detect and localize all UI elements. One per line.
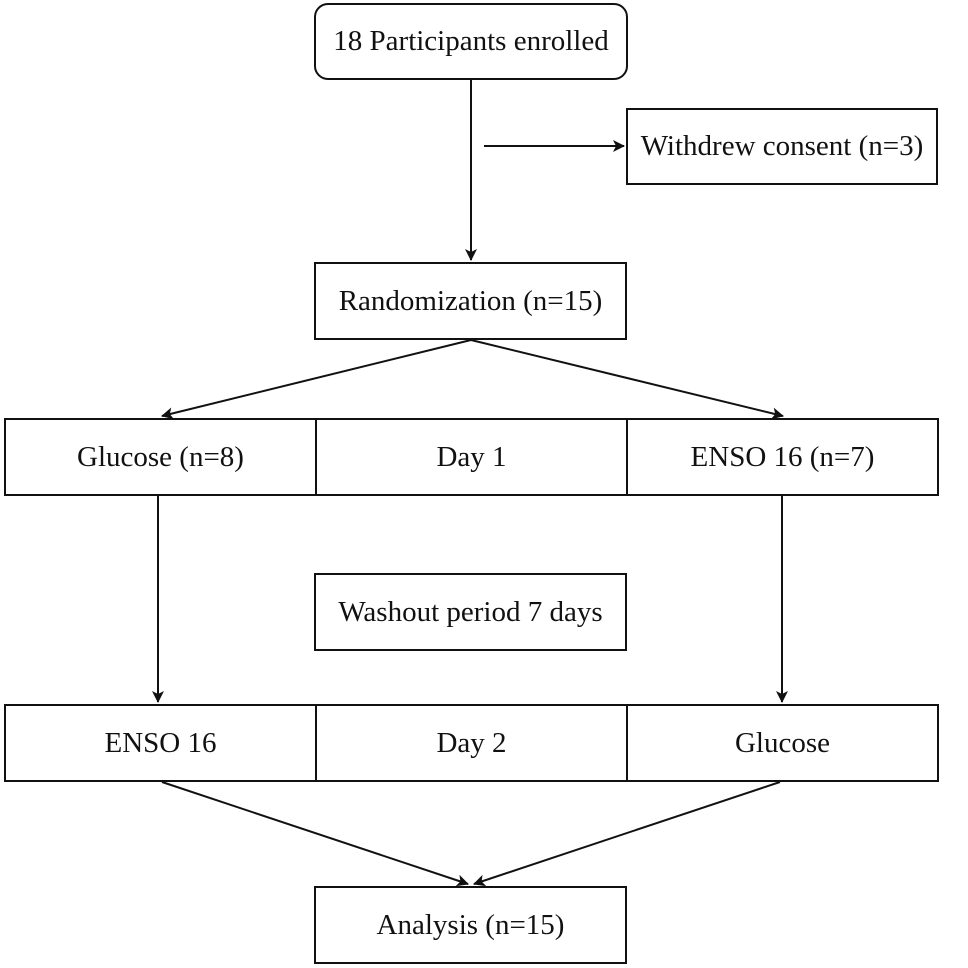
day2-enso-arm-label: ENSO 16 [104,726,217,759]
washout-label: Washout period 7 days [338,595,603,628]
day1-enso-arm-box: ENSO 16 (n=7) [626,418,939,496]
day1-box: Day 1 [315,418,628,496]
day1-label: Day 1 [436,440,507,473]
day2-glucose-arm-label: Glucose [734,726,831,759]
analysis-label: Analysis (n=15) [376,908,565,941]
randomization-label: Randomization (n=15) [338,284,603,317]
washout-box: Washout period 7 days [314,573,627,651]
enrolled-label: 18 Participants enrolled [333,25,609,57]
day1-enso-arm-label: ENSO 16 (n=7) [690,440,875,473]
day1-glucose-arm-label: Glucose (n=8) [77,440,244,473]
arrow-glucose-day2-to-analysis [473,781,781,887]
arrow-randomization-to-glucose [161,339,472,420]
analysis-box: Analysis (n=15) [314,886,627,964]
randomization-box: Randomization (n=15) [314,262,627,340]
day2-box: Day 2 [315,704,628,782]
day2-glucose-arm-box: Glucose [626,704,939,782]
withdrew-box: Withdrew consent (n=3) [626,108,938,185]
day2-label: Day 2 [436,726,507,759]
day2-enso-arm-box: ENSO 16 [4,704,317,782]
day1-glucose-arm-box: Glucose (n=8) [4,418,317,496]
arrow-enso-day2-to-analysis [161,781,469,887]
withdrew-label: Withdrew consent (n=3) [640,130,924,162]
enrolled-box: 18 Participants enrolled [314,3,628,80]
arrow-randomization-to-enso [470,339,784,420]
